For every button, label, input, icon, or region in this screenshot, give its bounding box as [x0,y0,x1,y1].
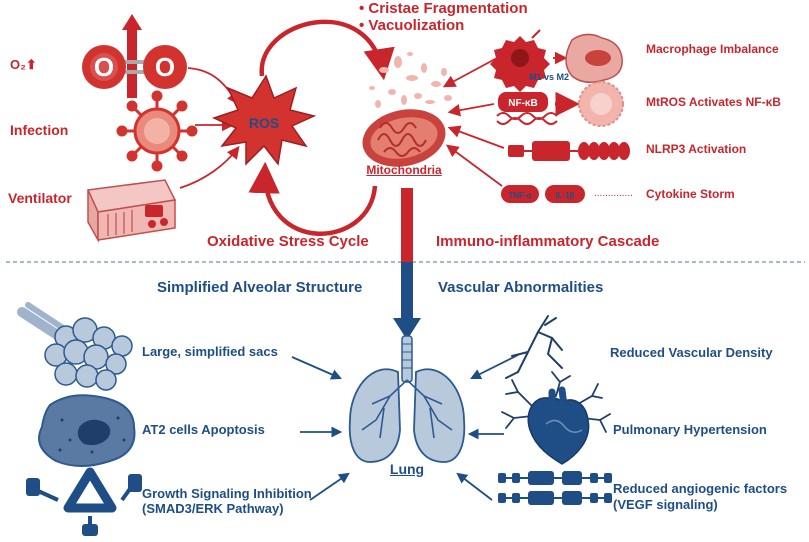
m1-vs-m2-label: M1 vs M2 [529,72,569,82]
growth-signaling-label: Growth Signaling Inhibition [142,486,312,501]
cytokine-storm-label: Cytokine Storm [646,187,735,201]
ros-to-mitochondria-arc [259,19,395,81]
sacs-to-lung-arrow [291,356,342,380]
infection-label: Infection [10,122,69,138]
vascular-density-label: Reduced Vascular Density [610,345,773,360]
mitochondria-icon [362,52,452,167]
oxygen-molecule-icon: O O [82,14,187,98]
oxygen-atom-label: O [94,52,114,82]
bullet-vacuolization: • Vacuolization [359,17,465,34]
central-arrow-head [393,318,421,340]
immuno-inflammatory-caption: Immuno-inflammatory Cascade [436,233,660,250]
mitochondria-to-ros-arc [248,161,378,236]
bullet-cristae-fragmentation: • Cristae Fragmentation [359,0,528,17]
o2-text: O₂ [10,57,26,72]
oxygen-to-ros-arrow [187,67,240,106]
virus-icon [116,90,198,172]
nlrp3-inflammasome-icon [508,141,630,161]
cytokine-arrow [445,144,503,187]
macrophage-arrow [442,57,498,88]
nfkb-label: NF-κB [508,98,537,109]
pulmonary-hypertension-label: Pulmonary Hypertension [613,422,767,437]
angiogenic-arrow [456,472,493,501]
dotted-leader: .............. [594,188,633,199]
large-sacs-label: Large, simplified sacs [142,344,278,359]
macrophage-m2-icon [565,33,623,83]
angiogenic-factors-label: Reduced angiogenic factors [613,481,788,496]
vegf-chain-icon [498,471,612,505]
vascular-section-title: Vascular Abnormalities [438,279,604,296]
at2-cell-icon [38,394,136,467]
bullet-text: Cristae Fragmentation [368,0,528,17]
ventilator-to-ros-arrow [179,145,240,189]
vegf-signaling-label: (VEGF signaling) [613,497,718,512]
ros-burst-icon [211,74,317,166]
signaling-pathway-icon [26,467,142,536]
up-arrow-icon: ⬆ [25,57,37,72]
alveolar-sacs-icon [17,302,133,391]
macrophage-imbalance-label: Macrophage Imbalance [646,42,779,56]
mtros-nfkb-label: MtROS Activates NF-κB [646,95,781,109]
tnf-alpha-pill [501,185,539,203]
central-arrow-red [401,188,413,262]
vascular-density-arrow [470,354,519,379]
nfkb-arrow [447,103,495,117]
ventilator-label: Ventilator [8,190,72,206]
at2-apoptosis-label: AT2 cells Apoptosis [142,422,265,437]
blood-vessel-icon [505,315,563,379]
nlrp3-activation-label: NLRP3 Activation [646,142,747,156]
lung-icon [348,335,466,463]
alveolar-section-title: Simplified Alveolar Structure [157,279,363,296]
heart-icon [501,371,611,465]
smad3-erk-label: (SMAD3/ERK Pathway) [142,501,284,516]
il1b-label: IL-1β [555,191,574,200]
ros-label: ROS [249,115,279,131]
macrophage-m1-icon [490,29,550,92]
ventilator-icon [86,179,177,243]
o2-label: O₂⬆ [10,57,37,73]
oxygen-atom-label: O [155,52,175,82]
oxidative-stress-cycle-caption: Oxidative Stress Cycle [207,233,369,250]
signaling-to-lung-arrow [309,472,350,501]
nfkb-icon: NF-κB [496,92,558,125]
cell-icon [578,81,624,127]
central-arrow-blue [401,262,413,320]
bullet-text: Vacuolization [368,17,465,34]
nlrp3-arrow [447,125,505,149]
il1b-pill [545,185,585,203]
tnf-alpha-label: TNF-α [508,191,531,200]
lung-label: Lung [389,461,425,477]
mitochondria-label: Mitochondria [366,163,442,177]
